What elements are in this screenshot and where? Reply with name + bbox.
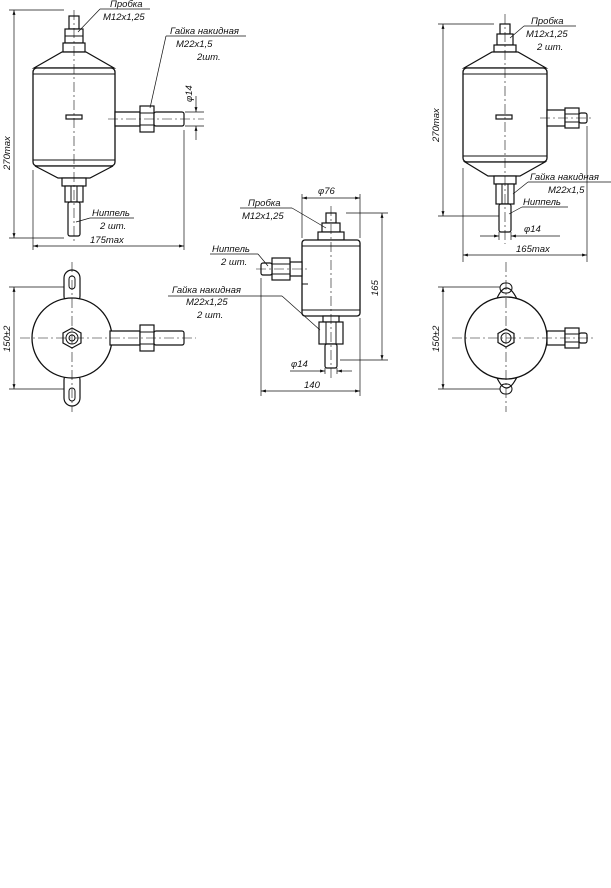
- middle-view: φ76 165 φ14 140 Пробка М12х1,25 Ниппель …: [168, 186, 388, 396]
- left-front-view: 270max 175max φ14 Пробка М12х1,25 Гайка …: [2, 0, 246, 250]
- middle-width-label: 140: [304, 380, 321, 391]
- right-slot: [495, 114, 513, 120]
- left-base-label: 150±2: [2, 325, 13, 352]
- left-nipple-label: Ниппель: [92, 208, 130, 219]
- right-height-label: 270max: [431, 107, 442, 143]
- middle-plug-thread: М12х1,25: [242, 211, 284, 222]
- right-plug-thread: М12х1,25: [526, 29, 568, 40]
- right-base-label: 150±2: [431, 325, 442, 352]
- left-nut-thread: М22х1,5: [176, 39, 213, 50]
- left-nipple-qty: 2 шт.: [99, 221, 126, 232]
- right-plug-label: Пробка: [531, 16, 564, 27]
- left-top-view: 150±2: [2, 262, 196, 412]
- right-top-view: 150±2: [431, 262, 596, 412]
- left-plug-thread: М12х1,25: [103, 12, 145, 23]
- left-width-label: 175max: [90, 235, 125, 246]
- middle-plug-label: Пробка: [248, 198, 281, 209]
- right-nut-label: Гайка накидная: [530, 172, 599, 183]
- middle-nut-qty: 2 шт.: [196, 310, 223, 321]
- right-bottom-cap: [462, 161, 548, 177]
- left-height-label: 270max: [2, 135, 13, 171]
- middle-nut-label: Гайка накидная: [172, 285, 241, 296]
- middle-phi-label: φ14: [291, 359, 308, 370]
- right-plug-qty: 2 шт.: [536, 42, 563, 53]
- middle-nipple-label: Ниппель: [212, 244, 250, 255]
- left-plug-label: Пробка: [110, 0, 143, 10]
- left-phi-label: φ14: [184, 85, 195, 102]
- right-nipple-label: Ниппель: [523, 197, 561, 208]
- right-nut-thread: М22х1,5: [548, 185, 585, 196]
- right-phi-label: φ14: [524, 224, 541, 235]
- middle-nipple-qty: 2 шт.: [220, 257, 247, 268]
- middle-diameter-label: φ76: [318, 186, 335, 197]
- middle-nut-thread: М22х1,25: [186, 297, 228, 308]
- left-nut-label: Гайка накидная: [170, 26, 239, 37]
- left-nut-qty: 2шт.: [196, 52, 221, 63]
- right-front-view: 270max 165max φ14 Пробка М12х1,25 2 шт. …: [431, 14, 611, 262]
- right-width-label: 165max: [516, 244, 551, 255]
- middle-height-label: 165: [370, 279, 381, 296]
